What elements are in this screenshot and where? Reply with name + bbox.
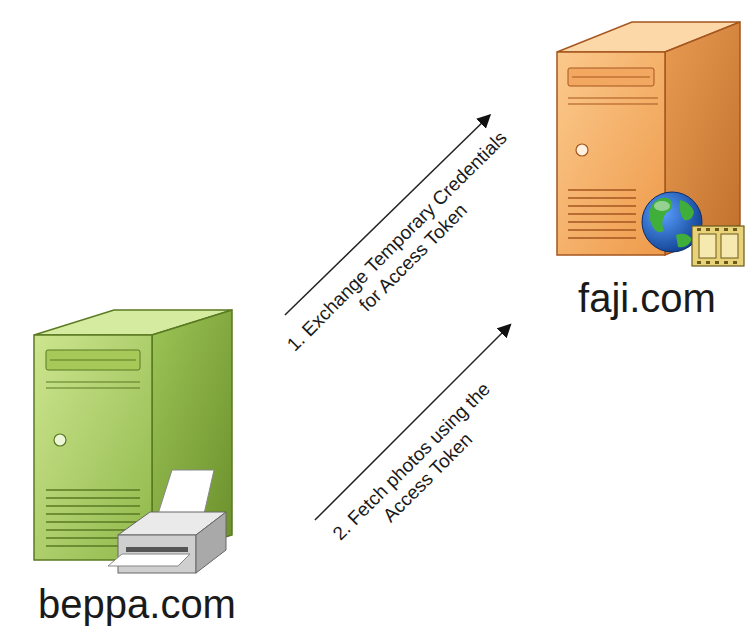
server-name: beppa.com <box>38 582 236 626</box>
film-frame <box>699 234 716 258</box>
server-node: faji.com <box>548 0 746 320</box>
printer-slot <box>126 547 188 552</box>
orange-server-icon <box>557 22 740 255</box>
film-frame <box>721 234 738 258</box>
printer-paper-in <box>158 470 214 514</box>
printer-paper-out <box>108 554 190 566</box>
green-server-icon <box>34 310 232 560</box>
film-strip <box>692 226 744 266</box>
continents <box>649 198 694 247</box>
bay-lines <box>568 77 658 104</box>
step-label: 2. Fetch photos using the Access Token <box>322 372 518 568</box>
server-node: beppa.com <box>22 290 252 626</box>
bay-lines <box>46 360 140 388</box>
film-strip-icon <box>692 226 744 266</box>
power-button <box>576 144 588 156</box>
power-button <box>54 434 66 446</box>
vent-lines <box>568 190 636 238</box>
printer-side <box>196 512 226 573</box>
server-name: faji.com <box>578 276 716 320</box>
step-label: 1. Exchange Temporary Credentials for Ac… <box>278 123 533 378</box>
globe-highlight <box>654 201 670 211</box>
film-holes <box>697 228 737 264</box>
printer-icon <box>108 470 226 573</box>
